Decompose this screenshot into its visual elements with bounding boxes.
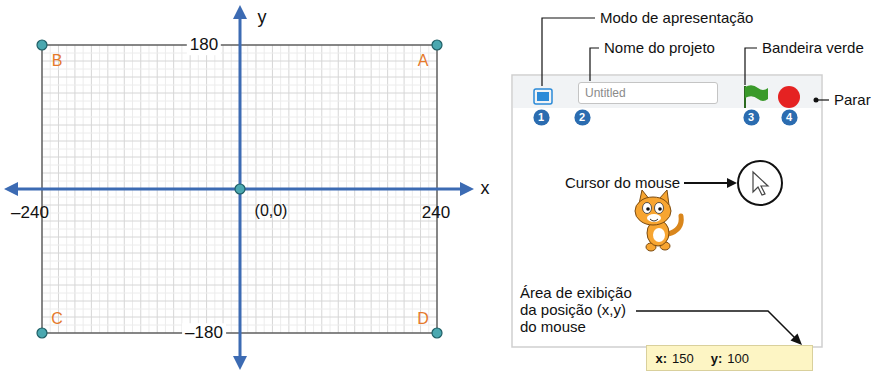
callout-circle bbox=[574, 109, 590, 125]
callout-label: Parar bbox=[834, 91, 871, 108]
leader-line bbox=[590, 48, 599, 81]
axis-arrowhead bbox=[233, 5, 247, 19]
callout-number: 1 bbox=[533, 109, 550, 126]
coordinate-value: 150 bbox=[672, 351, 694, 366]
callout-label: Modo de apresentação bbox=[600, 9, 753, 26]
corner-letter: C bbox=[51, 310, 63, 328]
axis-value: –180 bbox=[182, 323, 226, 343]
mouse-cursor bbox=[753, 172, 768, 195]
corner-dot bbox=[37, 328, 47, 338]
callout-label: Área de exibição da posição (x,y) do mou… bbox=[520, 284, 634, 335]
callout-label: Nome do projeto bbox=[604, 39, 715, 56]
leader-arrow bbox=[636, 311, 795, 338]
cat-sprite bbox=[635, 190, 681, 251]
pointer-arrowhead bbox=[727, 178, 737, 188]
mouse-position-display: x: 150 y: 100 bbox=[646, 345, 813, 371]
project-name-field: Untitled bbox=[578, 82, 718, 104]
presentation-icon bbox=[534, 89, 552, 104]
coordinate-name: y: bbox=[711, 351, 723, 366]
pointer-arrow bbox=[684, 182, 729, 184]
corner-letter: A bbox=[418, 52, 429, 70]
cat-muzzle bbox=[647, 214, 661, 222]
axis-value: –240 bbox=[11, 203, 49, 223]
origin-label: (0,0) bbox=[255, 202, 288, 220]
leader-line bbox=[745, 48, 757, 85]
coordinate-value: 100 bbox=[727, 351, 749, 366]
leader-line bbox=[542, 18, 595, 86]
callout-number: 3 bbox=[743, 109, 760, 126]
callout-number: 3 bbox=[748, 111, 754, 123]
cat-belly bbox=[653, 228, 665, 242]
callout-circle bbox=[781, 109, 797, 125]
corner-dot bbox=[37, 40, 47, 50]
callout-number: 2 bbox=[579, 111, 585, 123]
corner-dot bbox=[432, 40, 442, 50]
corner-dot bbox=[432, 328, 442, 338]
axis-name: y bbox=[258, 7, 267, 28]
axis-arrowhead bbox=[233, 356, 247, 370]
cat-mouth bbox=[650, 219, 658, 221]
coordinate-name: x: bbox=[656, 351, 668, 366]
callout-label: Cursor do mouse bbox=[565, 174, 680, 191]
cat-pupil bbox=[646, 207, 650, 211]
presentation-icon bbox=[537, 92, 549, 101]
axis-arrowhead bbox=[460, 182, 474, 196]
stage-window bbox=[512, 75, 822, 347]
leader-line bbox=[816, 99, 829, 100]
corner-letter: D bbox=[417, 310, 429, 328]
cat-eye bbox=[655, 203, 664, 214]
cat-pupil bbox=[658, 207, 662, 211]
callout-number: 2 bbox=[574, 109, 591, 126]
cursor-ring bbox=[738, 161, 782, 205]
green-flag bbox=[745, 85, 768, 101]
cat-head bbox=[635, 197, 671, 225]
axis-arrowhead bbox=[4, 182, 18, 196]
corner-letter: B bbox=[52, 52, 63, 70]
callout-number: 1 bbox=[538, 111, 544, 123]
axis-value: 180 bbox=[187, 35, 221, 55]
cat-tail bbox=[668, 216, 681, 234]
axis-value: 240 bbox=[422, 203, 450, 223]
callout-circle bbox=[743, 109, 759, 125]
callout-number: 4 bbox=[786, 111, 792, 123]
callout-label: Bandeira verde bbox=[762, 39, 864, 56]
cat-eye bbox=[643, 203, 652, 214]
field-text: Untitled bbox=[585, 86, 626, 100]
leader-arrowhead bbox=[791, 334, 803, 346]
callout-number: 4 bbox=[781, 109, 798, 126]
axis-name: x bbox=[481, 178, 490, 199]
toolbar bbox=[513, 76, 821, 108]
stop-button bbox=[778, 86, 800, 108]
origin-dot bbox=[235, 184, 245, 194]
callout-circle bbox=[533, 109, 549, 125]
